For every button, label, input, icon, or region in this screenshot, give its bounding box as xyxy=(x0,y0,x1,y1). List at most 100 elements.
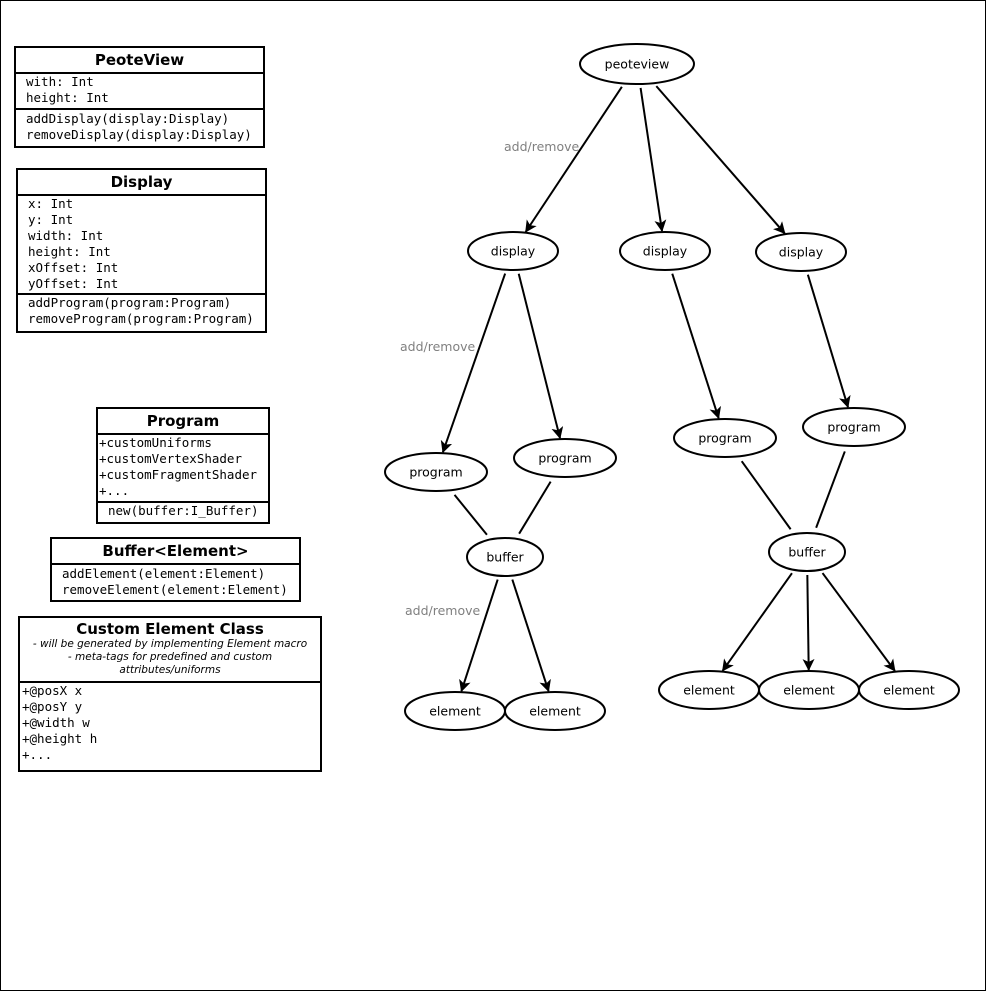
edge-program_1-buffer_1 xyxy=(453,494,488,536)
operation: removeElement(element:Element) xyxy=(62,582,288,597)
attribute: y: Int xyxy=(28,212,74,227)
node-element-1[interactable]: element xyxy=(404,691,506,731)
node-label: program xyxy=(698,431,751,446)
node-ellipse xyxy=(858,670,960,710)
attribute: +@width w xyxy=(22,715,90,730)
node-program-4[interactable]: program xyxy=(802,407,906,447)
edge-buffer_2-element_4 xyxy=(802,574,815,672)
node-ellipse xyxy=(755,232,847,272)
node-element-3[interactable]: element xyxy=(658,670,760,710)
node-buffer-2[interactable]: buffer xyxy=(768,532,846,572)
node-buffer-1[interactable]: buffer xyxy=(466,537,544,577)
node-peoteview[interactable]: peoteview xyxy=(579,43,695,85)
edge-peoteview-display_3 xyxy=(655,85,786,235)
attribute: with: Int xyxy=(26,74,94,89)
node-label: program xyxy=(409,465,462,480)
attribute: +@height h xyxy=(22,731,98,746)
node-ellipse xyxy=(384,452,488,492)
node-label: display xyxy=(779,245,824,260)
class-subtitle: - meta-tags for predefined and custom xyxy=(67,651,273,663)
class-operations: addDisplay(display:Display)removeDisplay… xyxy=(16,108,263,143)
node-label: buffer xyxy=(486,550,524,565)
node-label: display xyxy=(643,244,688,259)
node-program-2[interactable]: program xyxy=(513,438,617,478)
class-box-custom-element[interactable]: Custom Element Class - will be generated… xyxy=(18,616,322,772)
node-program-3[interactable]: program xyxy=(673,418,777,458)
class-subtitle: - will be generated by implementing Elem… xyxy=(32,638,308,650)
operation: new(buffer:I_Buffer) xyxy=(108,503,259,518)
node-display-3[interactable]: display xyxy=(755,232,847,272)
node-ellipse xyxy=(467,231,559,271)
class-attributes: +@posX x+@posY y+@width w+@height h+... xyxy=(20,683,320,763)
node-ellipse xyxy=(768,532,846,572)
node-ellipse xyxy=(579,43,695,85)
attribute: +customUniforms xyxy=(99,435,212,450)
class-title: Buffer<Element> xyxy=(52,539,299,565)
edge-program_3-buffer_2 xyxy=(740,460,792,530)
class-operations: new(buffer:I_Buffer) xyxy=(98,501,268,519)
attribute: xOffset: Int xyxy=(28,260,119,275)
operation: addElement(element:Element) xyxy=(62,566,266,581)
node-element-5[interactable]: element xyxy=(858,670,960,710)
edge-display_1-program_1 xyxy=(440,273,507,454)
node-label: peoteview xyxy=(605,57,670,72)
edge-buffer_2-element_5 xyxy=(821,572,896,672)
class-box-program[interactable]: Program +customUniforms+customVertexShad… xyxy=(96,407,270,524)
class-title: PeoteView xyxy=(16,48,263,74)
attribute: height: Int xyxy=(28,244,111,259)
edge-label-add-remove: add/remove xyxy=(400,339,476,354)
node-program-1[interactable]: program xyxy=(384,452,488,492)
node-label: program xyxy=(827,420,880,435)
node-element-2[interactable]: element xyxy=(504,691,606,731)
class-attributes: +customUniforms+customVertexShader+custo… xyxy=(98,435,268,501)
class-title: Program xyxy=(98,409,268,435)
node-label: display xyxy=(491,244,536,259)
node-ellipse xyxy=(673,418,777,458)
operation: removeDisplay(display:Display) xyxy=(26,127,252,142)
attribute: +... xyxy=(22,747,53,762)
node-label: element xyxy=(683,683,735,698)
operation: removeProgram(program:Program) xyxy=(28,311,254,326)
class-box-buffer[interactable]: Buffer<Element> addElement(element:Eleme… xyxy=(50,537,301,602)
class-subtitle: attributes/uniforms xyxy=(119,664,221,676)
class-title-block: Custom Element Class - will be generated… xyxy=(20,618,320,683)
attribute: x: Int xyxy=(28,196,74,211)
node-label: buffer xyxy=(788,545,826,560)
class-operations: addProgram(program:Program)removeProgram… xyxy=(18,293,265,327)
edge-buffer_1-element_1 xyxy=(459,579,499,693)
attribute: yOffset: Int xyxy=(28,276,119,291)
attribute: +... xyxy=(99,483,130,498)
edge-label-add-remove: add/remove xyxy=(504,139,580,154)
operation: addProgram(program:Program) xyxy=(28,295,232,310)
edge-buffer_1-element_2 xyxy=(511,579,551,693)
edge-program_4-buffer_2 xyxy=(815,451,846,529)
edge-label-add-remove: add/remove xyxy=(405,603,481,618)
node-ellipse xyxy=(619,231,711,271)
node-ellipse xyxy=(802,407,906,447)
node-label: element xyxy=(429,704,481,719)
node-label: element xyxy=(883,683,935,698)
edge-peoteview-display_2 xyxy=(639,87,667,233)
node-label: element xyxy=(783,683,835,698)
attribute: +customFragmentShader xyxy=(99,467,258,482)
attribute: +customVertexShader xyxy=(99,451,242,466)
node-display-1[interactable]: display xyxy=(467,231,559,271)
operation: addDisplay(display:Display) xyxy=(26,111,230,126)
attribute: +@posX x xyxy=(22,683,83,698)
node-ellipse xyxy=(466,537,544,577)
edge-program_2-buffer_1 xyxy=(518,481,552,535)
edge-display_2-program_3 xyxy=(671,273,721,420)
class-operations: addElement(element:Element)removeElement… xyxy=(52,565,299,598)
node-label: program xyxy=(538,451,591,466)
attribute: width: Int xyxy=(28,228,104,243)
edge-peoteview-display_1 xyxy=(524,86,623,233)
node-display-2[interactable]: display xyxy=(619,231,711,271)
node-element-4[interactable]: element xyxy=(758,670,860,710)
edge-buffer_2-element_3 xyxy=(721,572,793,672)
class-title: Display xyxy=(18,170,265,196)
